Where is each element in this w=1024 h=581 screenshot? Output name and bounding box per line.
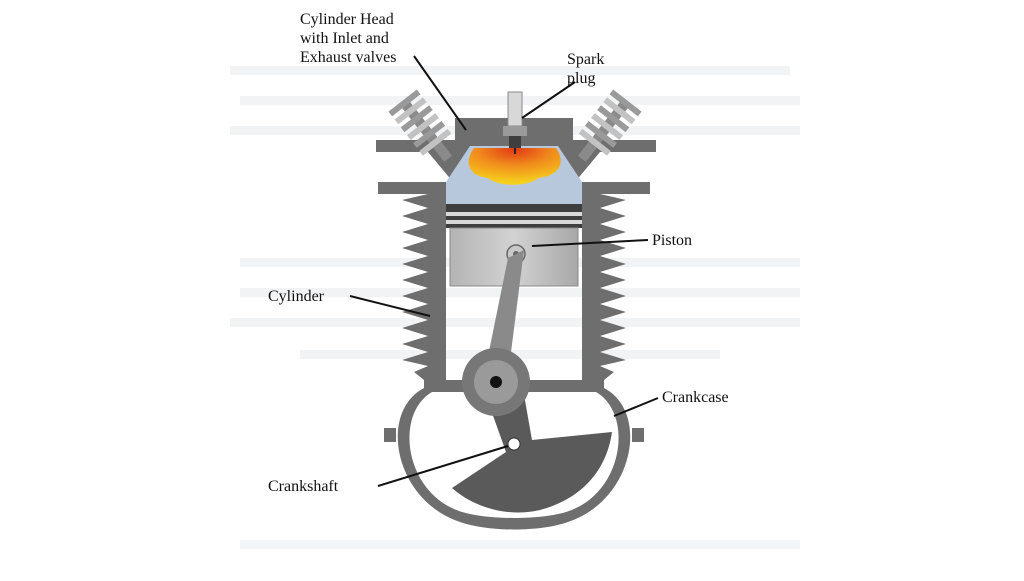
cylinder-head-leader bbox=[413, 55, 467, 131]
exhaust-valve-spring bbox=[577, 89, 642, 162]
crankshaft-leader bbox=[377, 445, 509, 487]
piston-label: Piston bbox=[652, 232, 693, 249]
spark-plug-label: Spark plug bbox=[567, 51, 605, 87]
spark-plug-leader bbox=[521, 81, 576, 119]
crankcase-label: Crankcase bbox=[662, 389, 729, 406]
inlet-valve-spring bbox=[388, 89, 453, 162]
crankcase-leader bbox=[613, 397, 659, 417]
crankshaft-label: Crankshaft bbox=[268, 478, 339, 495]
crankshaft-center bbox=[507, 437, 521, 451]
cylinder-block bbox=[378, 182, 650, 380]
piston bbox=[446, 204, 582, 287]
cylinder-label: Cylinder bbox=[268, 288, 324, 305]
spark-plug bbox=[503, 91, 527, 154]
combustion-flame bbox=[468, 148, 561, 185]
cylinder-head-label: Cylinder Head with Inlet and Exhaust val… bbox=[300, 11, 397, 66]
connecting-rod bbox=[462, 250, 530, 416]
leader-lines bbox=[349, 55, 659, 487]
cylinder-leader bbox=[349, 295, 431, 317]
piston-leader bbox=[531, 239, 649, 247]
